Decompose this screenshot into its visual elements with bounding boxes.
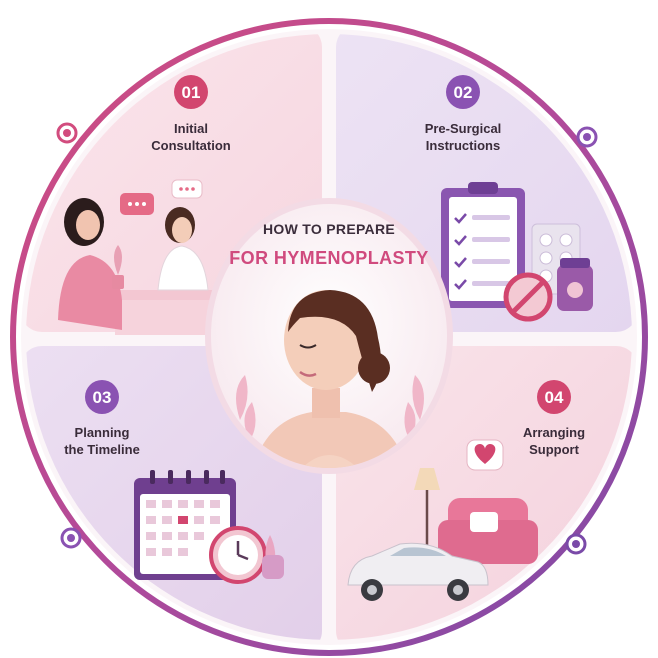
heart-icon — [474, 444, 496, 464]
step-4-number: 04 — [545, 388, 564, 407]
step-2-label-line-2: Instructions — [426, 138, 500, 153]
outer-ring — [10, 18, 648, 656]
step-2-badge — [446, 75, 480, 109]
checklist-illustration — [441, 182, 593, 322]
title-line-1: HOW TO PREPARE — [263, 221, 395, 237]
car-icon — [347, 542, 489, 601]
lamp-icon — [414, 468, 440, 490]
step-2: 02 Pre-Surgical Instructions — [425, 75, 593, 322]
support-illustration — [347, 439, 538, 601]
step-1: 01 Initial Consultation — [58, 75, 235, 335]
step-4-label-line-1: Arranging — [523, 425, 585, 440]
step-4: 04 Arranging Support — [347, 380, 585, 601]
step-3-badge — [85, 380, 119, 414]
step-1-label-line-2: Consultation — [151, 138, 230, 153]
step-2-label-line-1: Pre-Surgical — [425, 121, 502, 136]
step-3-number: 03 — [93, 388, 112, 407]
step-3-label-line-2: the Timeline — [64, 442, 140, 457]
ring-connector-dots — [56, 122, 598, 555]
step-4-badge — [537, 380, 571, 414]
step-3-label-line-1: Planning — [75, 425, 130, 440]
step-1-number: 01 — [182, 83, 201, 102]
step-2-number: 02 — [454, 83, 473, 102]
title-line-2: FOR HYMENOPLASTY — [229, 248, 428, 268]
step-3: 03 Planning the Timeline — [64, 380, 284, 584]
step-4-label-line-2: Support — [529, 442, 579, 457]
calendar-illustration — [134, 470, 284, 584]
step-1-label-line-1: Initial — [174, 121, 208, 136]
step-1-badge — [174, 75, 208, 109]
